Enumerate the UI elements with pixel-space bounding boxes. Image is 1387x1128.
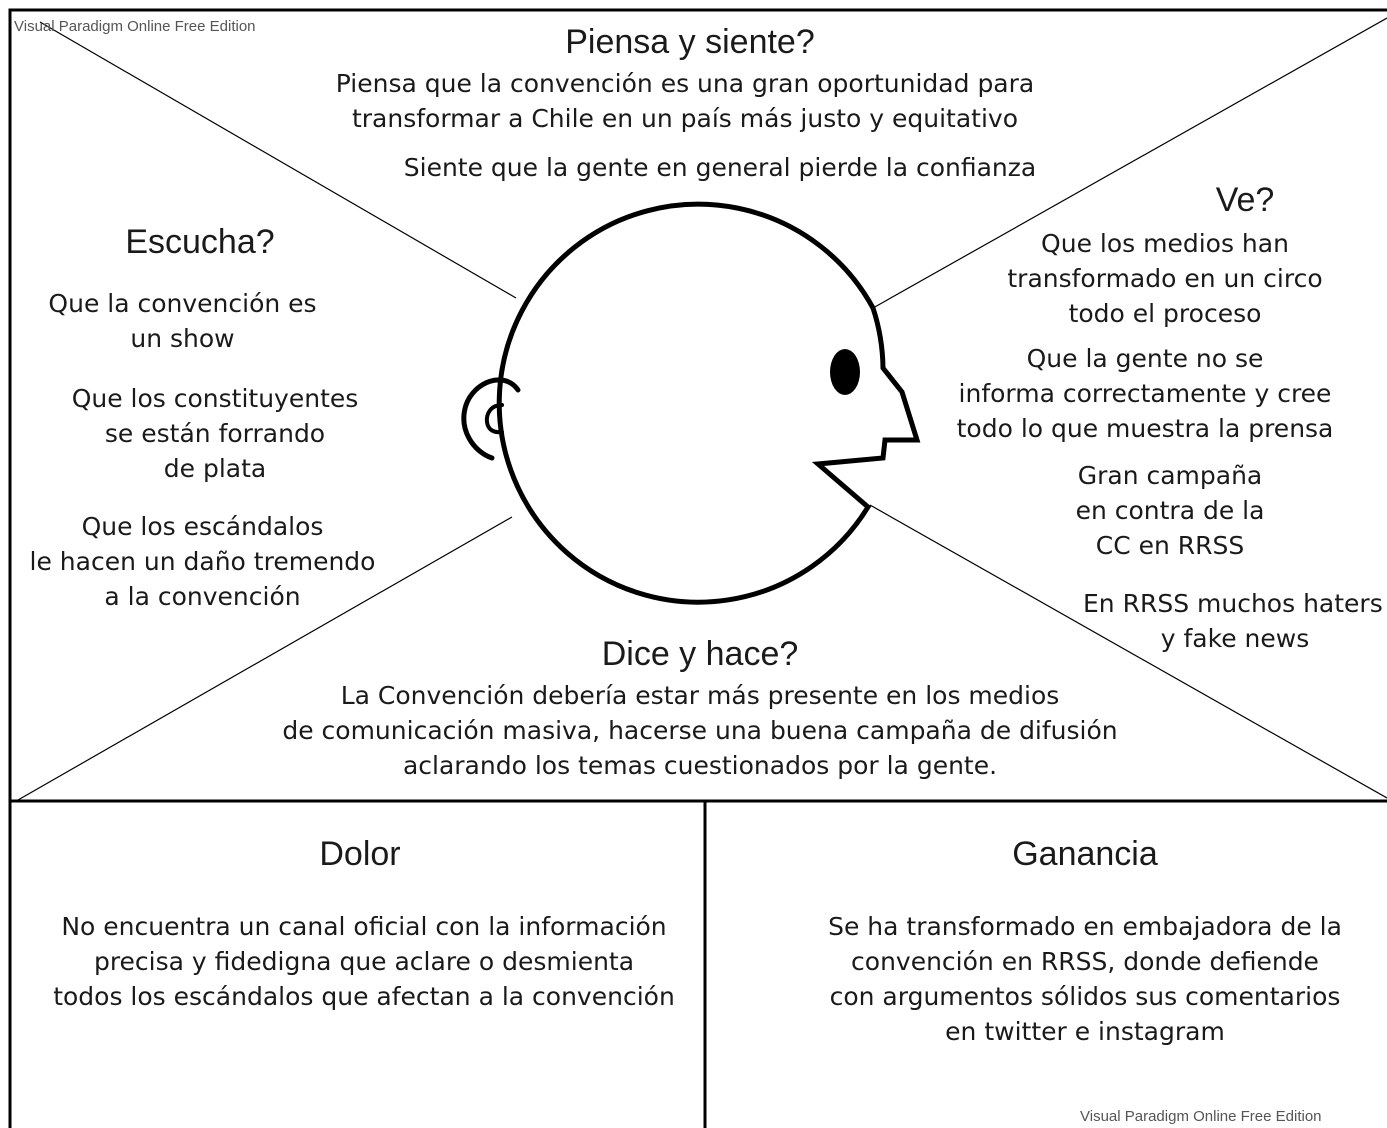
sees-item-1: Que los medios han transformado en un ci… — [1007, 229, 1323, 328]
sees-item-3: Gran campaña en contra de la CC en RRSS — [1075, 461, 1265, 560]
ear-outer — [461, 377, 521, 461]
hears-item-3: Que los escándalos le hacen un daño trem… — [29, 512, 376, 611]
hears-item-2: Que los constituyentes se están forrando… — [71, 384, 359, 483]
thinks-item-1: Piensa que la convención es una gran opo… — [335, 69, 1035, 133]
says-title: Dice y hace? — [601, 635, 799, 673]
diagonal-top-right — [872, 17, 1387, 309]
sees-title: Ve? — [1215, 181, 1275, 219]
says-item-1: La Convención debería estar más presente… — [282, 681, 1118, 780]
pain-item-1: No encuentra un canal oficial con la inf… — [53, 912, 675, 1011]
thinks-title: Piensa y siente? — [565, 23, 815, 61]
head-outline — [496, 201, 921, 605]
watermark-top: Visual Paradigm Online Free Edition — [14, 18, 256, 35]
eye — [830, 349, 860, 395]
sees-item-2: Que la gente no se informa correctamente… — [956, 344, 1334, 443]
sees-item-4: En RRSS muchos haters — [1083, 589, 1383, 618]
pain-title: Dolor — [319, 835, 401, 873]
gain-item-1: Se ha transformado en embajadora de la c… — [828, 912, 1342, 1046]
diagonal-bottom-right — [869, 504, 1387, 799]
watermark-bottom: Visual Paradigm Online Free Edition — [1080, 1108, 1322, 1125]
sees-item-4-line-2: y fake news — [1160, 624, 1310, 653]
hears-title: Escucha? — [125, 223, 275, 261]
thinks-item-2: Siente que la gente en general pierde la… — [403, 153, 1037, 182]
outer-frame — [8, 8, 1387, 1128]
diagonal-bottom-left — [17, 516, 513, 801]
diagonal-top-left — [39, 21, 517, 299]
gain-title: Ganancia — [1012, 835, 1158, 873]
ear-inner — [484, 403, 504, 435]
hears-item-1: Que la convención es un show — [48, 289, 317, 353]
